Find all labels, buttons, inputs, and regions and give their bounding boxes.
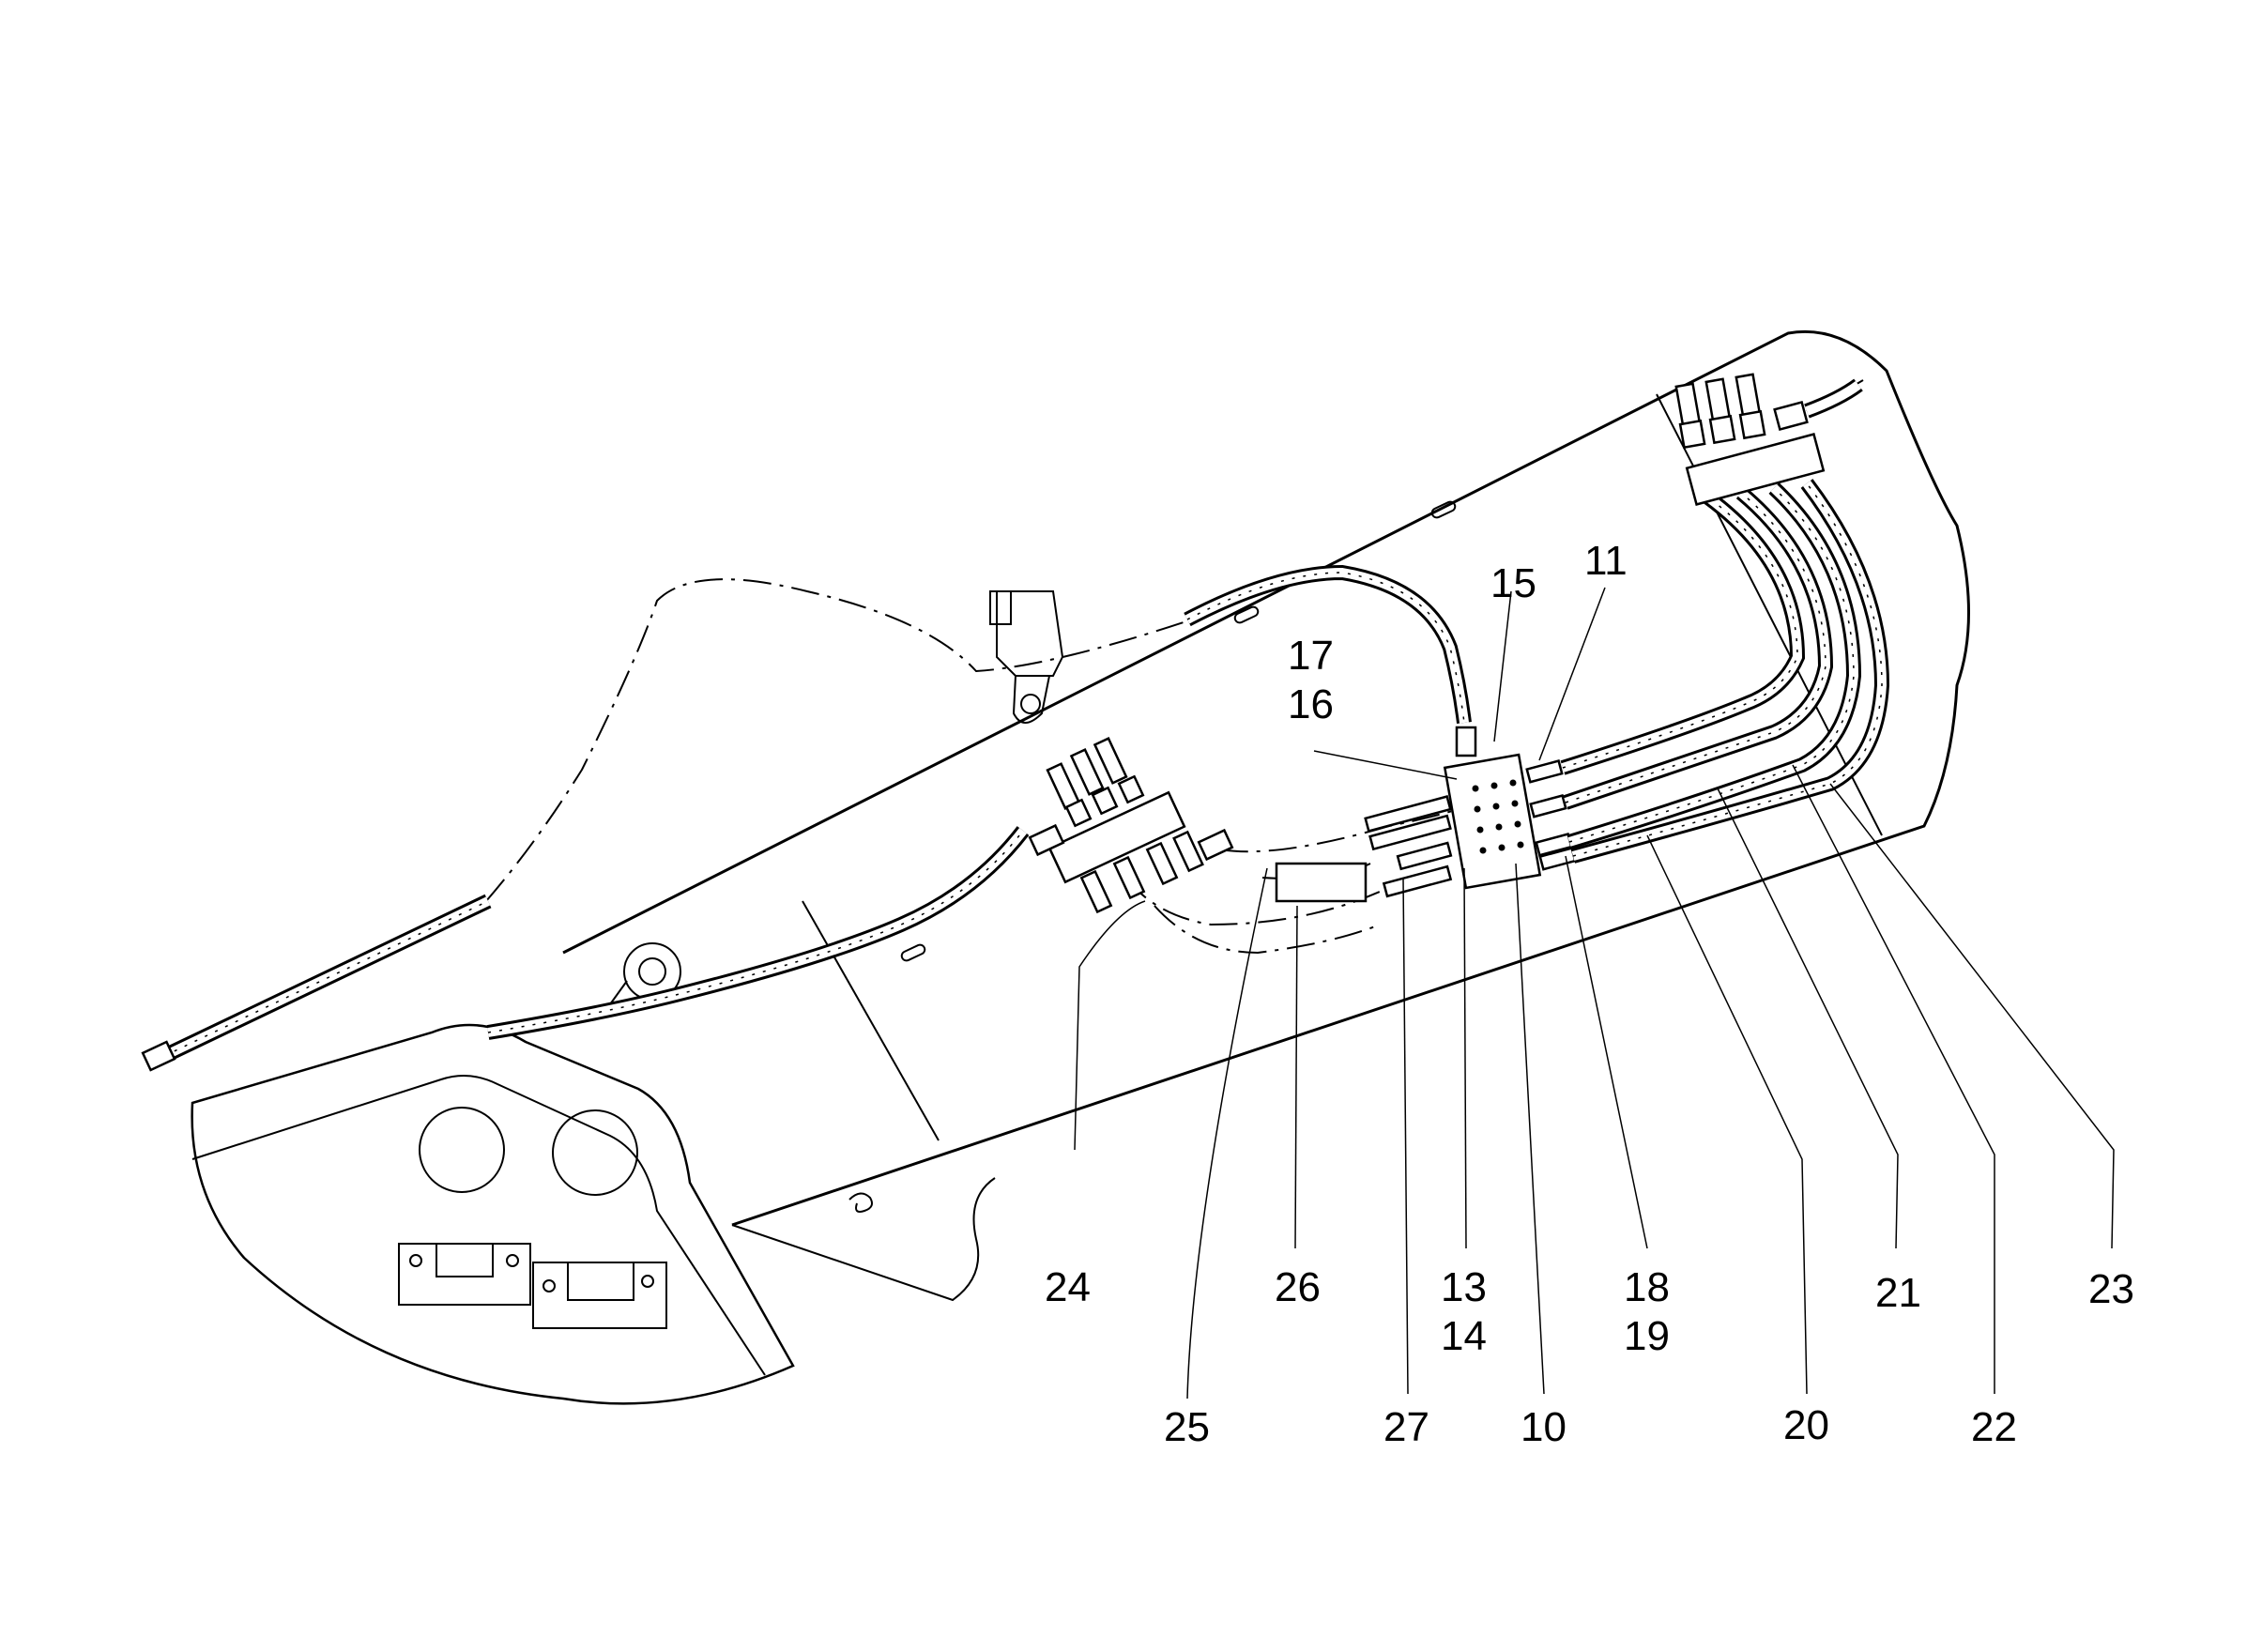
central-distributor-block — [1364, 753, 1577, 898]
callout-25: 25 — [1164, 1404, 1210, 1450]
end-plate — [191, 1023, 795, 1405]
callout-14: 14 — [1441, 1313, 1487, 1359]
callout-15: 15 — [1490, 560, 1536, 606]
leader-lines — [1074, 587, 2115, 1400]
callout-22: 22 — [1971, 1404, 2017, 1450]
callout-20: 20 — [1783, 1402, 1829, 1448]
callout-24: 24 — [1045, 1264, 1091, 1310]
left-manifold — [1028, 737, 1234, 914]
callout-13: 13 — [1441, 1264, 1487, 1310]
callout-11: 11 — [1584, 538, 1628, 584]
hose-boom-main — [486, 826, 1030, 1040]
hose-bundle-right — [1560, 479, 1890, 864]
hose-arch — [1184, 564, 1477, 757]
callout-19: 19 — [1624, 1313, 1670, 1359]
callout-26: 26 — [1275, 1264, 1321, 1310]
callout-labels: 15 11 17 16 24 26 13 14 18 19 21 23 25 2… — [1045, 538, 2134, 1450]
rectangular-component — [1275, 862, 1368, 903]
callout-18: 18 — [1624, 1264, 1670, 1310]
callout-10: 10 — [1521, 1404, 1567, 1450]
callout-16: 16 — [1288, 681, 1334, 727]
callout-21: 21 — [1875, 1270, 1921, 1316]
right-manifold — [1674, 373, 1864, 506]
callout-23: 23 — [2088, 1266, 2134, 1312]
hose-left-feed — [141, 894, 492, 1072]
callout-17: 17 — [1288, 633, 1334, 679]
callout-27: 27 — [1383, 1404, 1429, 1450]
